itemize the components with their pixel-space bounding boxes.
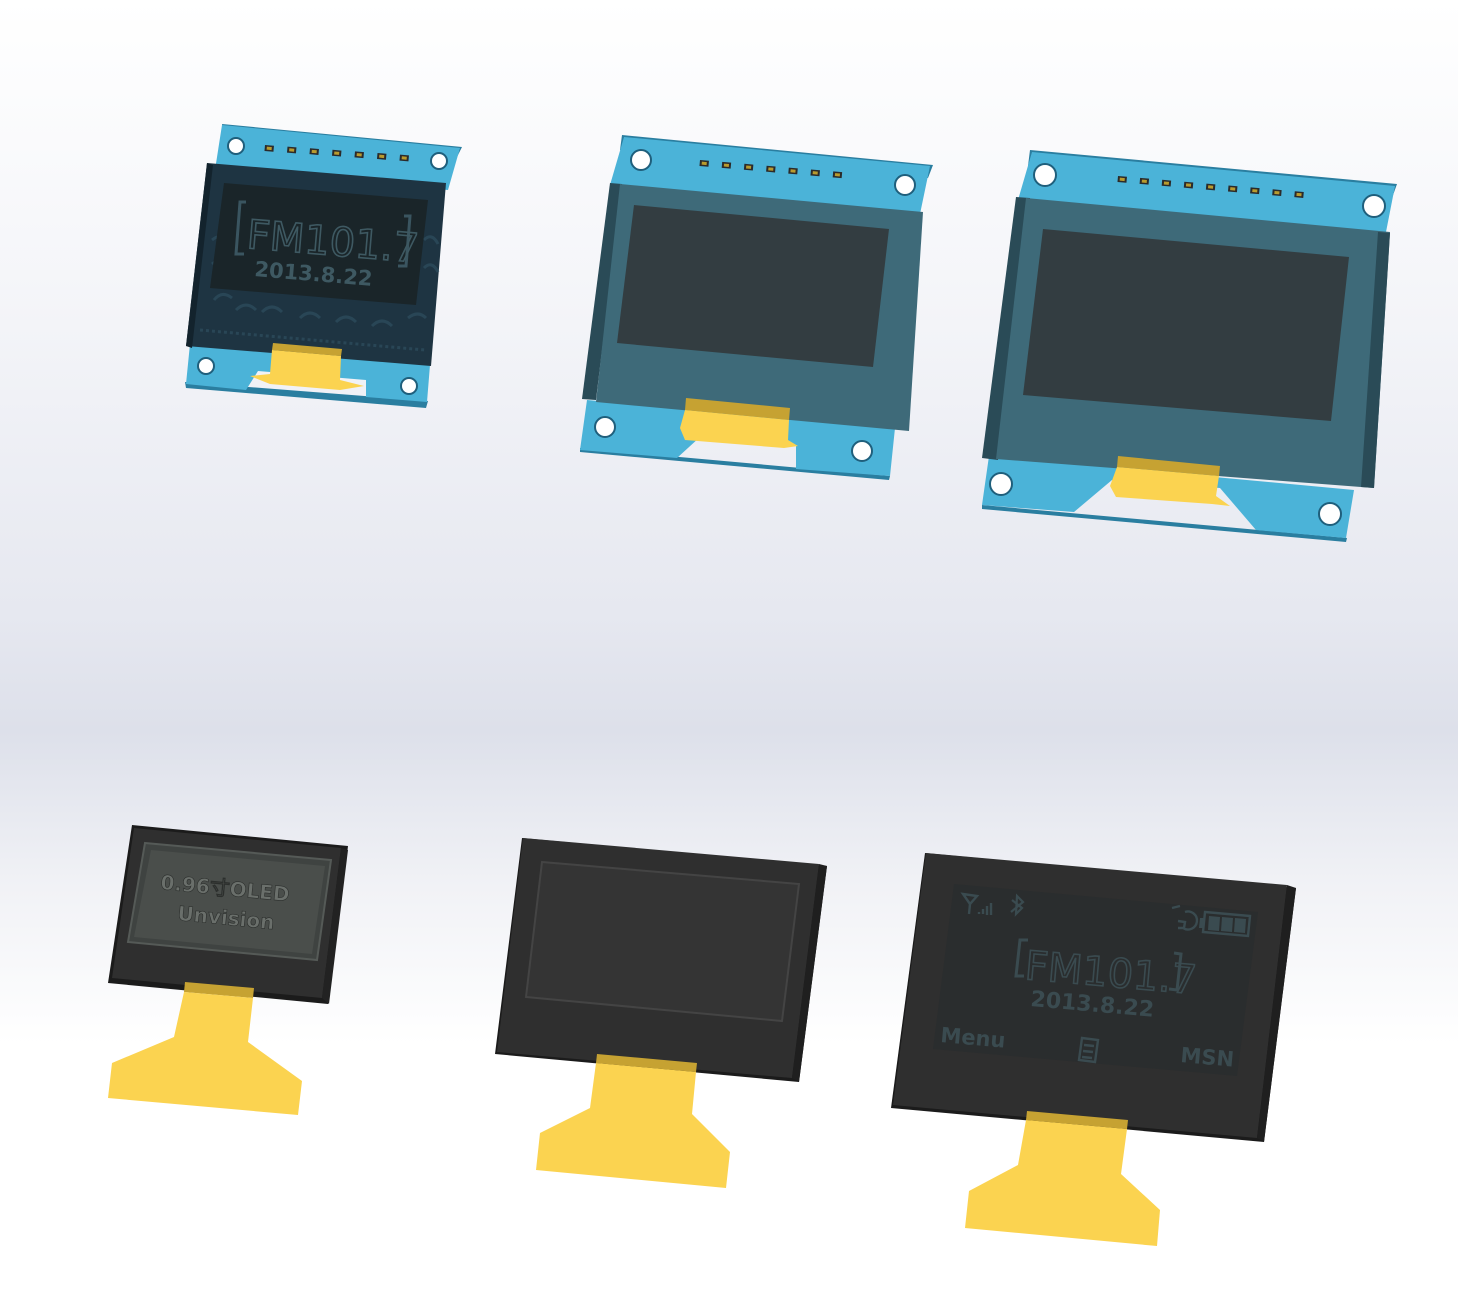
- flex-cable: [184, 982, 254, 998]
- panel-side: [792, 864, 827, 1082]
- glass-panel-side: [982, 197, 1030, 460]
- header-pin-pad: [401, 156, 407, 160]
- header-pins: [1117, 176, 1304, 198]
- flex-cable: [596, 1054, 697, 1072]
- mounting-hole: [1033, 163, 1057, 187]
- header-pin-pad: [1208, 185, 1214, 189]
- display-active-area: [1023, 229, 1349, 421]
- left-softkey-label: Menu: [940, 1023, 1007, 1053]
- header-pins: [699, 160, 843, 179]
- pcb-top-strip: [1018, 152, 1395, 232]
- flex-cable: [1110, 467, 1230, 506]
- oled-module-154-pcb: [982, 150, 1397, 542]
- header-pin-pad: [1141, 179, 1147, 183]
- display-active-area: [210, 183, 428, 305]
- oled-module-096-pcb: FM101.7 2013.8.22: [185, 124, 462, 408]
- signal-icon: [960, 892, 993, 915]
- header-pin-pad: [746, 165, 752, 169]
- mounting-hole: [630, 149, 652, 171]
- mounting-hole: [227, 137, 245, 155]
- header-pin-pad: [812, 171, 818, 175]
- oled-module-130-pcb: [580, 135, 933, 480]
- display-active-area: [617, 205, 889, 367]
- mounting-hole: [894, 174, 916, 196]
- glass-panel-side: [186, 163, 213, 348]
- oled-panel-154-bare: FM101.7 2013.8.22 Menu MSN: [891, 853, 1296, 1246]
- header-pin-pad: [1163, 181, 1170, 185]
- header-pin-pad: [1296, 192, 1302, 197]
- panel-side: [1257, 885, 1296, 1142]
- header-pin-pad: [334, 151, 340, 155]
- header-pin-pad: [834, 173, 841, 177]
- flex-cable: [965, 1120, 1160, 1246]
- headline-frame: [234, 200, 412, 268]
- header-pin-pad: [1119, 177, 1125, 182]
- flex-cable: [536, 1063, 730, 1188]
- header-pin-pad: [768, 167, 774, 171]
- g-network-icon: [1171, 904, 1199, 931]
- oled-panel-096-bare: 0.96寸OLED Unvision: [108, 825, 348, 1115]
- flex-cable: [272, 343, 342, 356]
- header-pin-pad: [311, 149, 317, 154]
- right-softkey-label: MSN: [1180, 1043, 1235, 1072]
- header-pin-pad: [1185, 183, 1192, 187]
- headline-frame: [1014, 938, 1183, 992]
- battery-icon: [1199, 910, 1252, 938]
- header-pin-pad: [356, 153, 362, 157]
- header-pins: [264, 145, 409, 162]
- header-pin-pad: [790, 169, 796, 173]
- mounting-hole: [197, 357, 215, 375]
- pcb-top-strip: [610, 137, 930, 214]
- mounting-hole: [851, 440, 873, 462]
- flex-cable: [1117, 456, 1220, 476]
- header-pin-pad: [701, 161, 707, 166]
- header-pin-pad: [723, 163, 730, 167]
- flex-cable: [1026, 1111, 1128, 1129]
- mounting-hole: [989, 472, 1013, 496]
- panel-side: [322, 848, 348, 1004]
- document-icon: [1077, 1036, 1100, 1064]
- mounting-hole: [430, 152, 448, 170]
- mounting-hole: [1318, 502, 1342, 526]
- bluetooth-icon: [1010, 893, 1025, 917]
- header-pin-pad: [379, 154, 385, 159]
- header-pin-pad: [1274, 190, 1280, 195]
- display-active-area: [134, 850, 325, 954]
- display-active-area: [524, 860, 801, 1023]
- header-pin-pad: [289, 148, 295, 152]
- glass-panel-side: [1361, 232, 1390, 488]
- mounting-hole: [400, 377, 418, 395]
- flex-cable: [685, 398, 790, 420]
- oled-panel-130-bare: [495, 838, 827, 1188]
- glass-panel-side: [582, 183, 622, 400]
- pcb-edge: [982, 505, 1347, 542]
- flex-cable: [108, 992, 302, 1115]
- header-pin-pad: [1230, 187, 1236, 191]
- mounting-hole: [1362, 194, 1386, 218]
- pcb-bottom-strip: [982, 456, 1354, 538]
- flex-cable: [250, 350, 364, 390]
- header-pin-pad: [1252, 189, 1258, 193]
- mounting-hole: [594, 416, 616, 438]
- display-active-area: [933, 884, 1258, 1076]
- flex-cable: [680, 410, 798, 448]
- header-pin-pad: [266, 146, 272, 151]
